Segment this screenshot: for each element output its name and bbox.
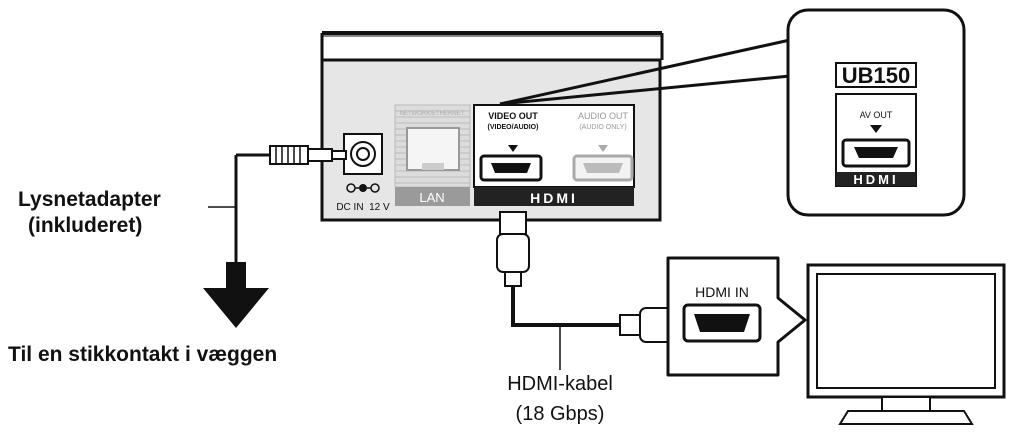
hdmi-video-out-port	[473, 104, 635, 206]
video-out-sublabel: (VIDEO/AUDIO)	[488, 124, 539, 131]
lan-top-text: NETWORK/ETHERNET	[400, 111, 465, 117]
audio-out-sublabel: (AUDIO ONLY)	[579, 124, 626, 131]
lan-port	[394, 104, 471, 206]
lan-label: LAN	[419, 190, 444, 205]
hdmi-logo: HDMI	[530, 190, 578, 206]
cable-label: HDMI-kabel	[507, 373, 613, 395]
hdmi-in-label: HDMI IN	[695, 284, 749, 300]
callout-hdmi-logo: HDMI	[853, 172, 898, 187]
audio-out-label: AUDIO OUT	[578, 111, 629, 121]
dc-in-label: DC IN 12 V	[336, 202, 390, 213]
power-cable	[208, 145, 347, 262]
model-callout	[499, 8, 966, 217]
video-out-label: VIDEO OUT	[488, 111, 538, 121]
adapter-sublabel: (inkluderet)	[28, 214, 143, 237]
down-arrow-icon	[203, 262, 269, 328]
cable-sublabel: (18 Gbps)	[515, 403, 605, 425]
outlet-label: Til en stikkontakt i væggen	[8, 343, 278, 366]
adapter-label: Lysnetadapter	[18, 188, 161, 211]
hdmi-cable	[496, 211, 689, 370]
av-out-label: AV OUT	[860, 110, 893, 120]
model-label: UB150	[842, 63, 910, 88]
tv-icon	[806, 263, 1006, 425]
tv-hdmi-in-panel	[666, 256, 807, 377]
hdmi-audio-out-port	[572, 145, 634, 182]
